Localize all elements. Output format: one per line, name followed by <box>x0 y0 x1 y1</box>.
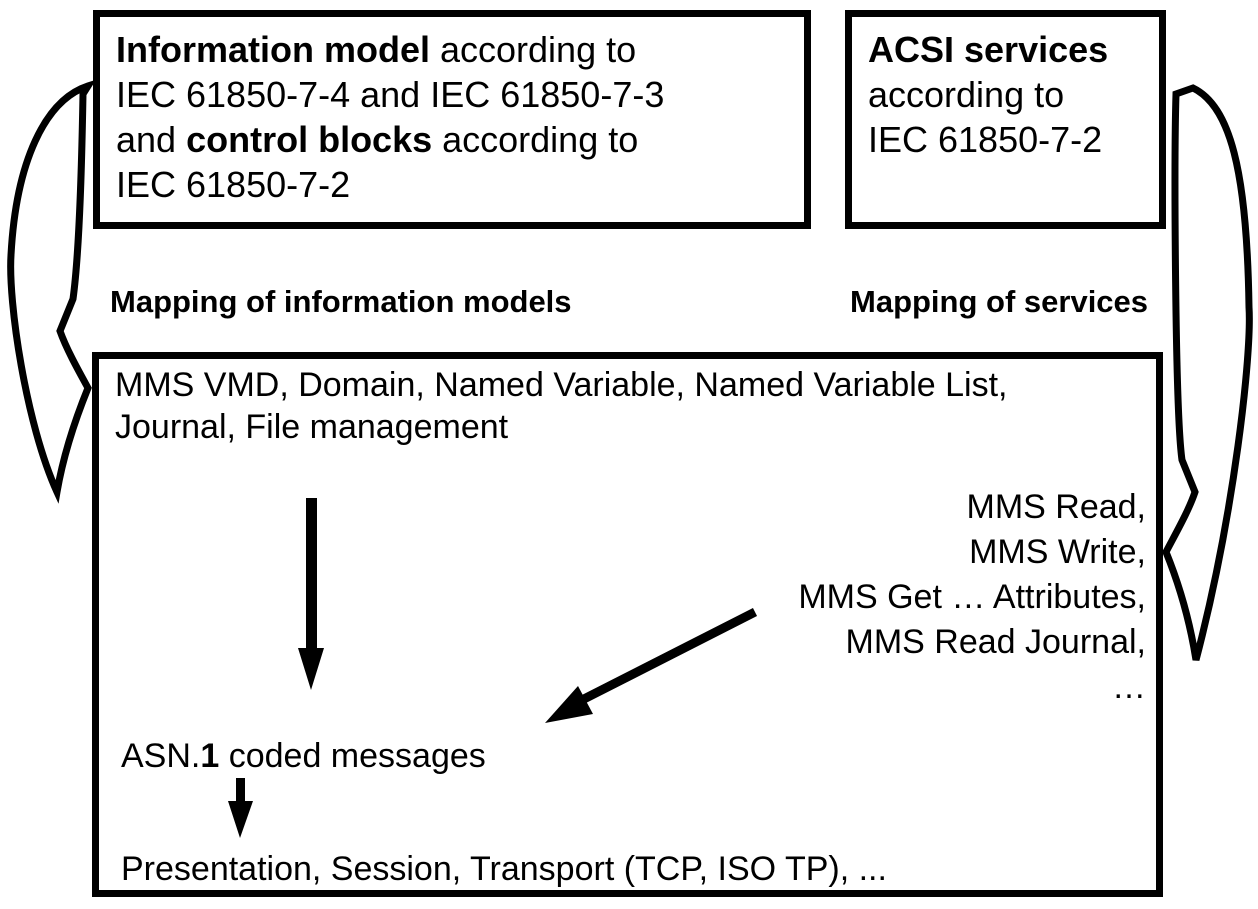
information-model-line2: IEC 61850-7-4 and IEC 61850-7-3 <box>116 74 665 115</box>
asn1-coded-messages-text: ASN.1 coded messages <box>121 737 486 775</box>
information-model-box: Information model according to IEC 61850… <box>93 10 811 229</box>
information-model-line4: IEC 61850-7-2 <box>116 164 351 205</box>
right-curved-arrow <box>1162 84 1253 661</box>
mms-service-item: MMS Read, <box>966 488 1147 526</box>
left-curved-arrow <box>7 79 97 504</box>
mms-services-list: MMS Read, MMS Write, MMS Get … Attribute… <box>798 485 1146 710</box>
acsi-services-box: ACSI services according to IEC 61850-7-2 <box>845 10 1166 229</box>
presentation-session-transport-text: Presentation, Session, Transport (TCP, I… <box>121 850 887 888</box>
mms-objects-text: MMS VMD, Domain, Named Variable, Named V… <box>115 366 1008 446</box>
information-model-line3: and control blocks according to <box>116 119 639 160</box>
mms-service-item: … <box>1112 668 1146 706</box>
mms-service-item: MMS Write, <box>969 533 1146 571</box>
acsi-services-line3: IEC 61850-7-2 <box>868 119 1103 160</box>
mms-stack-box: MMS VMD, Domain, Named Variable, Named V… <box>92 352 1163 897</box>
mms-service-item: MMS Get … Attributes, <box>798 578 1146 616</box>
information-model-line1: Information model according to <box>116 29 637 70</box>
mapping-of-information-models-label: Mapping of information models <box>110 284 572 319</box>
acsi-services-line2: according to <box>868 74 1065 115</box>
mapping-of-services-label: Mapping of services <box>850 284 1149 319</box>
acsi-services-line1: ACSI services <box>868 29 1109 70</box>
mms-service-item: MMS Read Journal, <box>845 623 1146 661</box>
